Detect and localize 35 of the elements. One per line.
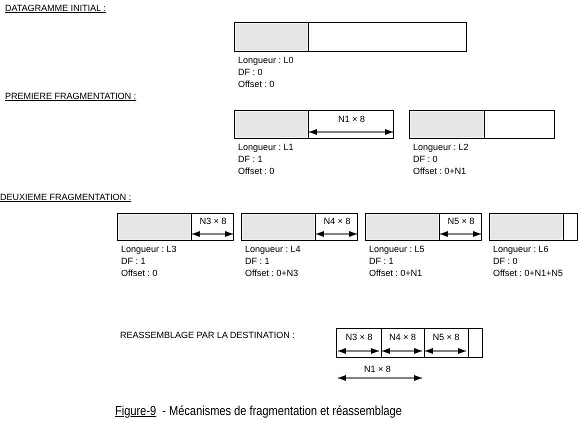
field-value-text: Longueur : L2 — [413, 141, 469, 153]
field-value-text: DF : 1 — [121, 255, 147, 267]
dimension-text: N5 × 8 — [432, 332, 460, 342]
field-value-text: Offset : 0+N3 — [245, 267, 300, 279]
field-value-text: DF : 0 — [238, 66, 264, 78]
section-heading: DATAGRAMME INITIAL : — [5, 3, 106, 13]
field-value-text: Longueur : L1 — [238, 141, 294, 153]
field-value-text: Longueur : L3 — [121, 243, 177, 255]
field-value-text: Longueur : L0 — [238, 54, 294, 66]
field-value-text: Longueur : L5 — [369, 243, 425, 255]
section-heading: REASSEMBLAGE PAR LA DESTINATION : — [120, 330, 295, 340]
figure-caption: Figure-9 - Mécanismes de fragmentation et réassemblage — [115, 403, 402, 418]
field-value-text: Offset : 0+N1 — [369, 267, 424, 279]
field-value-text: DF : 1 — [238, 153, 264, 165]
field-value-text: DF : 0 — [413, 153, 439, 165]
dimension-text: N5 × 8 — [446, 216, 476, 226]
field-value-text: DF : 1 — [245, 255, 271, 267]
field-value-text: Longueur : L4 — [245, 243, 301, 255]
field-value-text: DF : 0 — [493, 255, 519, 267]
section-heading: DEUXIEME FRAGMENTATION : — [0, 192, 132, 202]
dimension-text: N1 × 8 — [364, 364, 391, 374]
field-value-text: Offset : 0 — [238, 165, 276, 177]
field-value-text: DF : 1 — [369, 255, 395, 267]
field-value-text: Offset : 0 — [121, 267, 158, 279]
dimension-text: N3 × 8 — [198, 216, 228, 226]
dimension-text: N4 × 8 — [322, 216, 352, 226]
dimension-text: N1 × 8 — [337, 114, 366, 124]
section-heading: PREMIERE FRAGMENTATION : — [5, 91, 136, 101]
field-value-text: Offset : 0+N1+N5 — [493, 267, 563, 279]
field-value-text: Offset : 0+N1 — [413, 165, 468, 177]
field-value-text: Longueur : L6 — [493, 243, 550, 255]
field-value-text: Offset : 0 — [238, 78, 276, 90]
datagram-box — [336, 328, 483, 358]
dimension-text: N4 × 8 — [388, 332, 417, 342]
dimension-text: N3 × 8 — [344, 332, 374, 342]
